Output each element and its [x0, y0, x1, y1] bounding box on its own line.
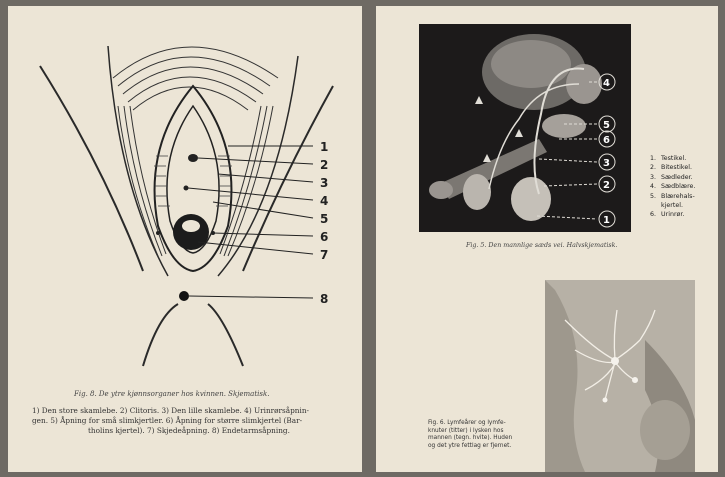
male-anatomy-diagram: 4 5 6 3 2 1 — [419, 24, 631, 232]
label-5: 5 — [320, 212, 328, 226]
female-anatomy-diagram: 1 2 3 4 5 6 7 8 — [8, 6, 362, 472]
plate-label-3: 3 — [603, 158, 610, 169]
legend-item: 5.Blærehals- — [650, 192, 695, 201]
label-2: 2 — [320, 158, 328, 172]
legend-item: 3.Sædleder. — [650, 173, 695, 182]
legend-item: kjertel. — [650, 201, 695, 210]
legend-item: 1.Testikel. — [650, 154, 695, 163]
label-7: 7 — [320, 248, 328, 262]
lymph-nodes-illustration — [545, 280, 695, 472]
plate-label-4: 4 — [603, 78, 610, 89]
plate-label-2: 2 — [603, 180, 610, 191]
plate-label-1: 1 — [603, 215, 610, 226]
legend-item: 6.Urinrør. — [650, 210, 695, 219]
label-6: 6 — [320, 230, 328, 244]
fig6-caption: Fig. 6. Lymfeårer og lymfe- knuter (titt… — [428, 420, 512, 450]
label-3: 3 — [320, 176, 328, 190]
legend-item: 2.Bitestikel. — [650, 163, 695, 172]
plate-label-6: 6 — [603, 135, 610, 146]
fig5-legend: 1.Testikel. 2.Bitestikel. 3.Sædleder. 4.… — [650, 154, 695, 220]
right-page: 4 5 6 3 2 1 1.Testikel. 2.Bitestikel. 3.… — [376, 6, 718, 472]
label-4: 4 — [320, 194, 328, 208]
legend-item: 4.Sædblære. — [650, 182, 695, 191]
fig5-caption: Fig. 5. Den mannlige sæds vei. Halvskjem… — [466, 242, 617, 249]
fig8-legend-line-2: gen. 5) Åpning for små slimkjertler. 6) … — [32, 416, 302, 426]
left-page: 1 2 3 4 5 6 7 8 Fig. 8. De ytre kjønnsor… — [8, 6, 362, 472]
label-1: 1 — [320, 140, 328, 154]
fig8-caption: Fig. 8. De ytre kjønnsorganer hos kvinne… — [74, 390, 269, 398]
label-8: 8 — [320, 292, 328, 306]
plate-label-5: 5 — [603, 120, 610, 131]
fig8-legend-line-3: tholins kjertel). 7) Skjedeåpning. 8) En… — [88, 426, 290, 436]
fig8-legend-line-1: 1) Den store skamlebe. 2) Clitoris. 3) D… — [32, 406, 309, 416]
